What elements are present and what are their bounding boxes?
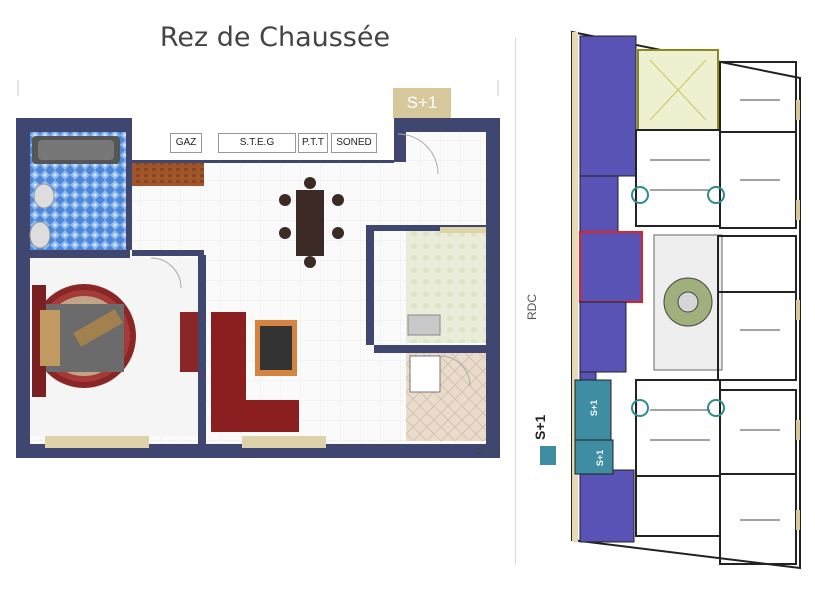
- level-label-rdc: RDC: [525, 294, 539, 320]
- floor-plan-drawing: [16, 80, 500, 458]
- bedroom-dresser: [180, 312, 198, 372]
- meter-ptt: P.T.T: [298, 133, 328, 153]
- kitchen-sink: [407, 314, 441, 336]
- stair-badge: S+1: [393, 88, 451, 118]
- page-title: Rez de Chaussée: [159, 22, 391, 53]
- legend-label: S+1: [532, 414, 548, 440]
- window-bedroom: [45, 436, 149, 448]
- wood-cabinet: [132, 160, 204, 186]
- toilet: [33, 183, 55, 209]
- legend-swatch: [540, 446, 556, 465]
- site-label-s1-upper: S+1: [589, 399, 600, 417]
- meter-soned: SONED: [331, 133, 377, 153]
- sofa-bottom: [211, 400, 299, 432]
- meter-gaz: GAZ: [170, 133, 202, 153]
- divider: [515, 38, 516, 565]
- dining-table: [296, 190, 324, 256]
- site-label-s1-lower: S+1: [595, 449, 606, 467]
- window-living: [242, 436, 326, 448]
- meter-steg: S.T.E.G: [218, 133, 296, 153]
- sink: [29, 221, 51, 249]
